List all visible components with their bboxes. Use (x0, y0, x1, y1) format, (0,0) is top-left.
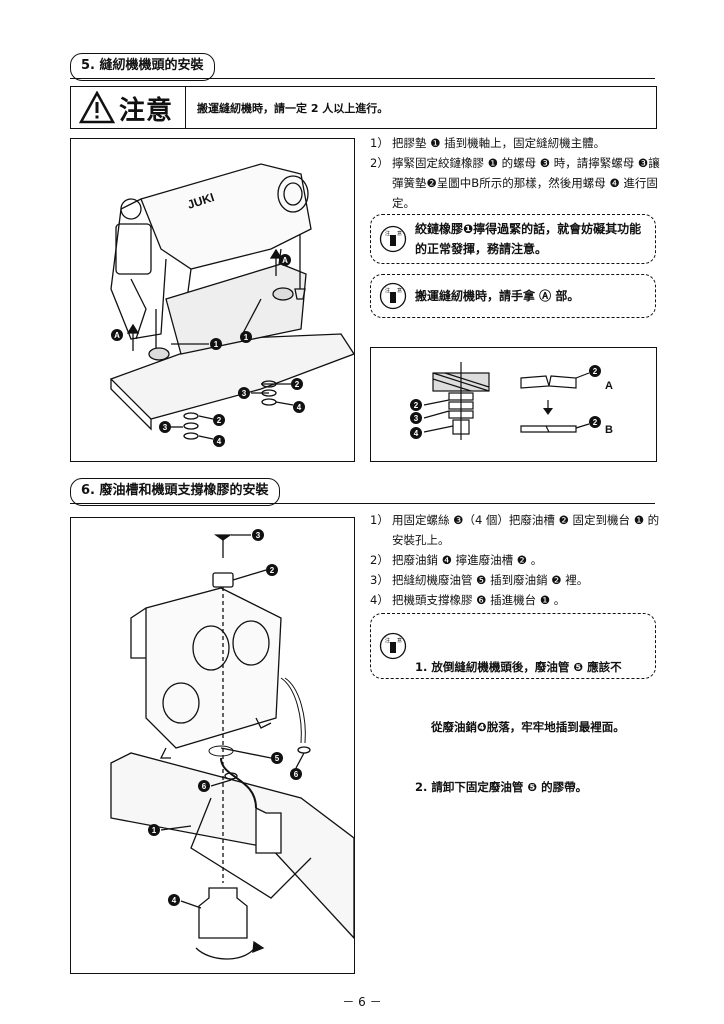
section-5-heading: 5. 縫紉機機頭的安裝 (70, 53, 215, 81)
oil-label-6-left: 6 (202, 782, 207, 791)
svg-text:意: 意 (397, 287, 402, 294)
label-a-right: A (282, 256, 288, 265)
oil-pan-figure: 3 2 5 6 6 1 4 (70, 517, 355, 974)
label-2-right: 2 (295, 380, 300, 389)
detail-label-2: 2 (414, 401, 419, 410)
label-1-right: 1 (244, 333, 249, 342)
label-2-left: 2 (217, 416, 222, 425)
step-item: 2）把廢油銷 ❹ 擰進廢油槽 ❷ 。 (370, 553, 543, 567)
step-item: 4）把機頭支撐橡膠 ❻ 插進機台 ❶ 。 (370, 593, 566, 607)
step-item: 1）用固定螺絲 ❸（4 個）把廢油槽 ❷ 固定到機台 ❶ 的安裝孔上。 (370, 513, 660, 547)
caution-text-3: 1. 放倒縫紉機機頭後，廢油管 ❺ 應該不 從廢油銷❹脫落，牢牢地插到最裡面。 … (415, 660, 625, 794)
oil-label-5: 5 (275, 754, 280, 763)
warning-text: 搬運縫紉機時，請一定 2 人以上進行。 (197, 102, 389, 115)
detail-label-2a: 2 (593, 367, 598, 376)
caution-note-icon: 注 意 (379, 225, 407, 253)
oil-label-3: 3 (256, 531, 261, 540)
label-1-left: 1 (214, 340, 219, 349)
caution-text-1: 絞鏈橡膠❶擰得過緊的話，就會妨礙其功能的正常發揮，務請注意。 (415, 222, 642, 256)
section-6-rule (70, 503, 655, 504)
oil-label-2: 2 (270, 566, 275, 575)
section-5-rule (70, 78, 655, 79)
label-3-left: 3 (163, 423, 168, 432)
sewing-machine-figure: JUKI A A 1 1 2 3 4 2 3 4 (70, 138, 355, 462)
warning-box: 注意 搬運縫紉機時，請一定 2 人以上進行。 (70, 86, 657, 129)
label-a-left: A (114, 331, 120, 340)
section-6-steps: 1）用固定螺絲 ❸（4 個）把廢油槽 ❷ 固定到機台 ❶ 的安裝孔上。 2）把廢… (370, 510, 660, 610)
oil-label-1: 1 (152, 826, 157, 835)
detail-label-B: B (605, 424, 613, 436)
detail-label-4: 4 (414, 429, 419, 438)
warning-triangle-icon (79, 91, 115, 124)
detail-label-A: A (605, 380, 613, 392)
oil-label-4: 4 (172, 896, 177, 905)
svg-text:注: 注 (385, 230, 390, 237)
step-item: 3）把縫紉機廢油管 ❺ 插到廢油銷 ❷ 裡。 (370, 573, 589, 587)
caution-box-3: 注 意 1. 放倒縫紉機機頭後，廢油管 ❺ 應該不 從廢油銷❹脫落，牢牢地插到最… (370, 613, 656, 794)
caution-text-2: 搬運縫紉機時，請手拿 Ⓐ 部。 (415, 289, 580, 303)
detail-label-2b: 2 (593, 418, 598, 427)
warning-title: 注意 (119, 96, 174, 126)
svg-text:注: 注 (385, 637, 390, 644)
detail-label-3: 3 (414, 414, 419, 423)
washer-detail-figure: 2 3 4 2 2 A B (370, 347, 657, 462)
section-6-heading: 6. 廢油槽和機頭支撐橡膠的安裝 (70, 478, 280, 506)
caution-note-icon: 注 意 (379, 282, 407, 310)
step-item: 1）把膠墊 ❶ 插到機軸上，固定縫紉機主體。 (370, 136, 606, 150)
caution-note-icon: 注 意 (379, 632, 407, 660)
label-4-left: 4 (217, 437, 222, 446)
section-5-steps: 1）把膠墊 ❶ 插到機軸上，固定縫紉機主體。 2）擰緊固定絞鏈橡膠 ❶ 的螺母 … (370, 133, 660, 213)
oil-label-6-right: 6 (294, 770, 299, 779)
oil-pan-illustration: 3 2 5 6 6 1 4 (110, 529, 355, 960)
label-4-right: 4 (297, 403, 302, 412)
svg-text:意: 意 (397, 637, 402, 644)
svg-text:意: 意 (397, 230, 402, 237)
warning-label: 注意 (71, 87, 186, 128)
caution-box-2: 注 意 搬運縫紉機時，請手拿 Ⓐ 部。 (370, 274, 656, 318)
page-number: － 6 － (342, 995, 382, 1009)
step-item: 2）擰緊固定絞鏈橡膠 ❶ 的螺母 ❸ 時，請擰緊螺母 ❸讓彈簧墊❷呈圖中B所示的… (370, 156, 660, 210)
svg-text:注: 注 (385, 287, 390, 294)
caution-box-1: 注 意 絞鏈橡膠❶擰得過緊的話，就會妨礙其功能的正常發揮，務請注意。 (370, 214, 656, 264)
sewing-machine-illustration: JUKI A A 1 1 2 3 4 2 3 4 (109, 163, 355, 447)
washer-detail-illustration: 2 3 4 2 2 A B (410, 362, 613, 440)
label-3-right: 3 (242, 389, 247, 398)
